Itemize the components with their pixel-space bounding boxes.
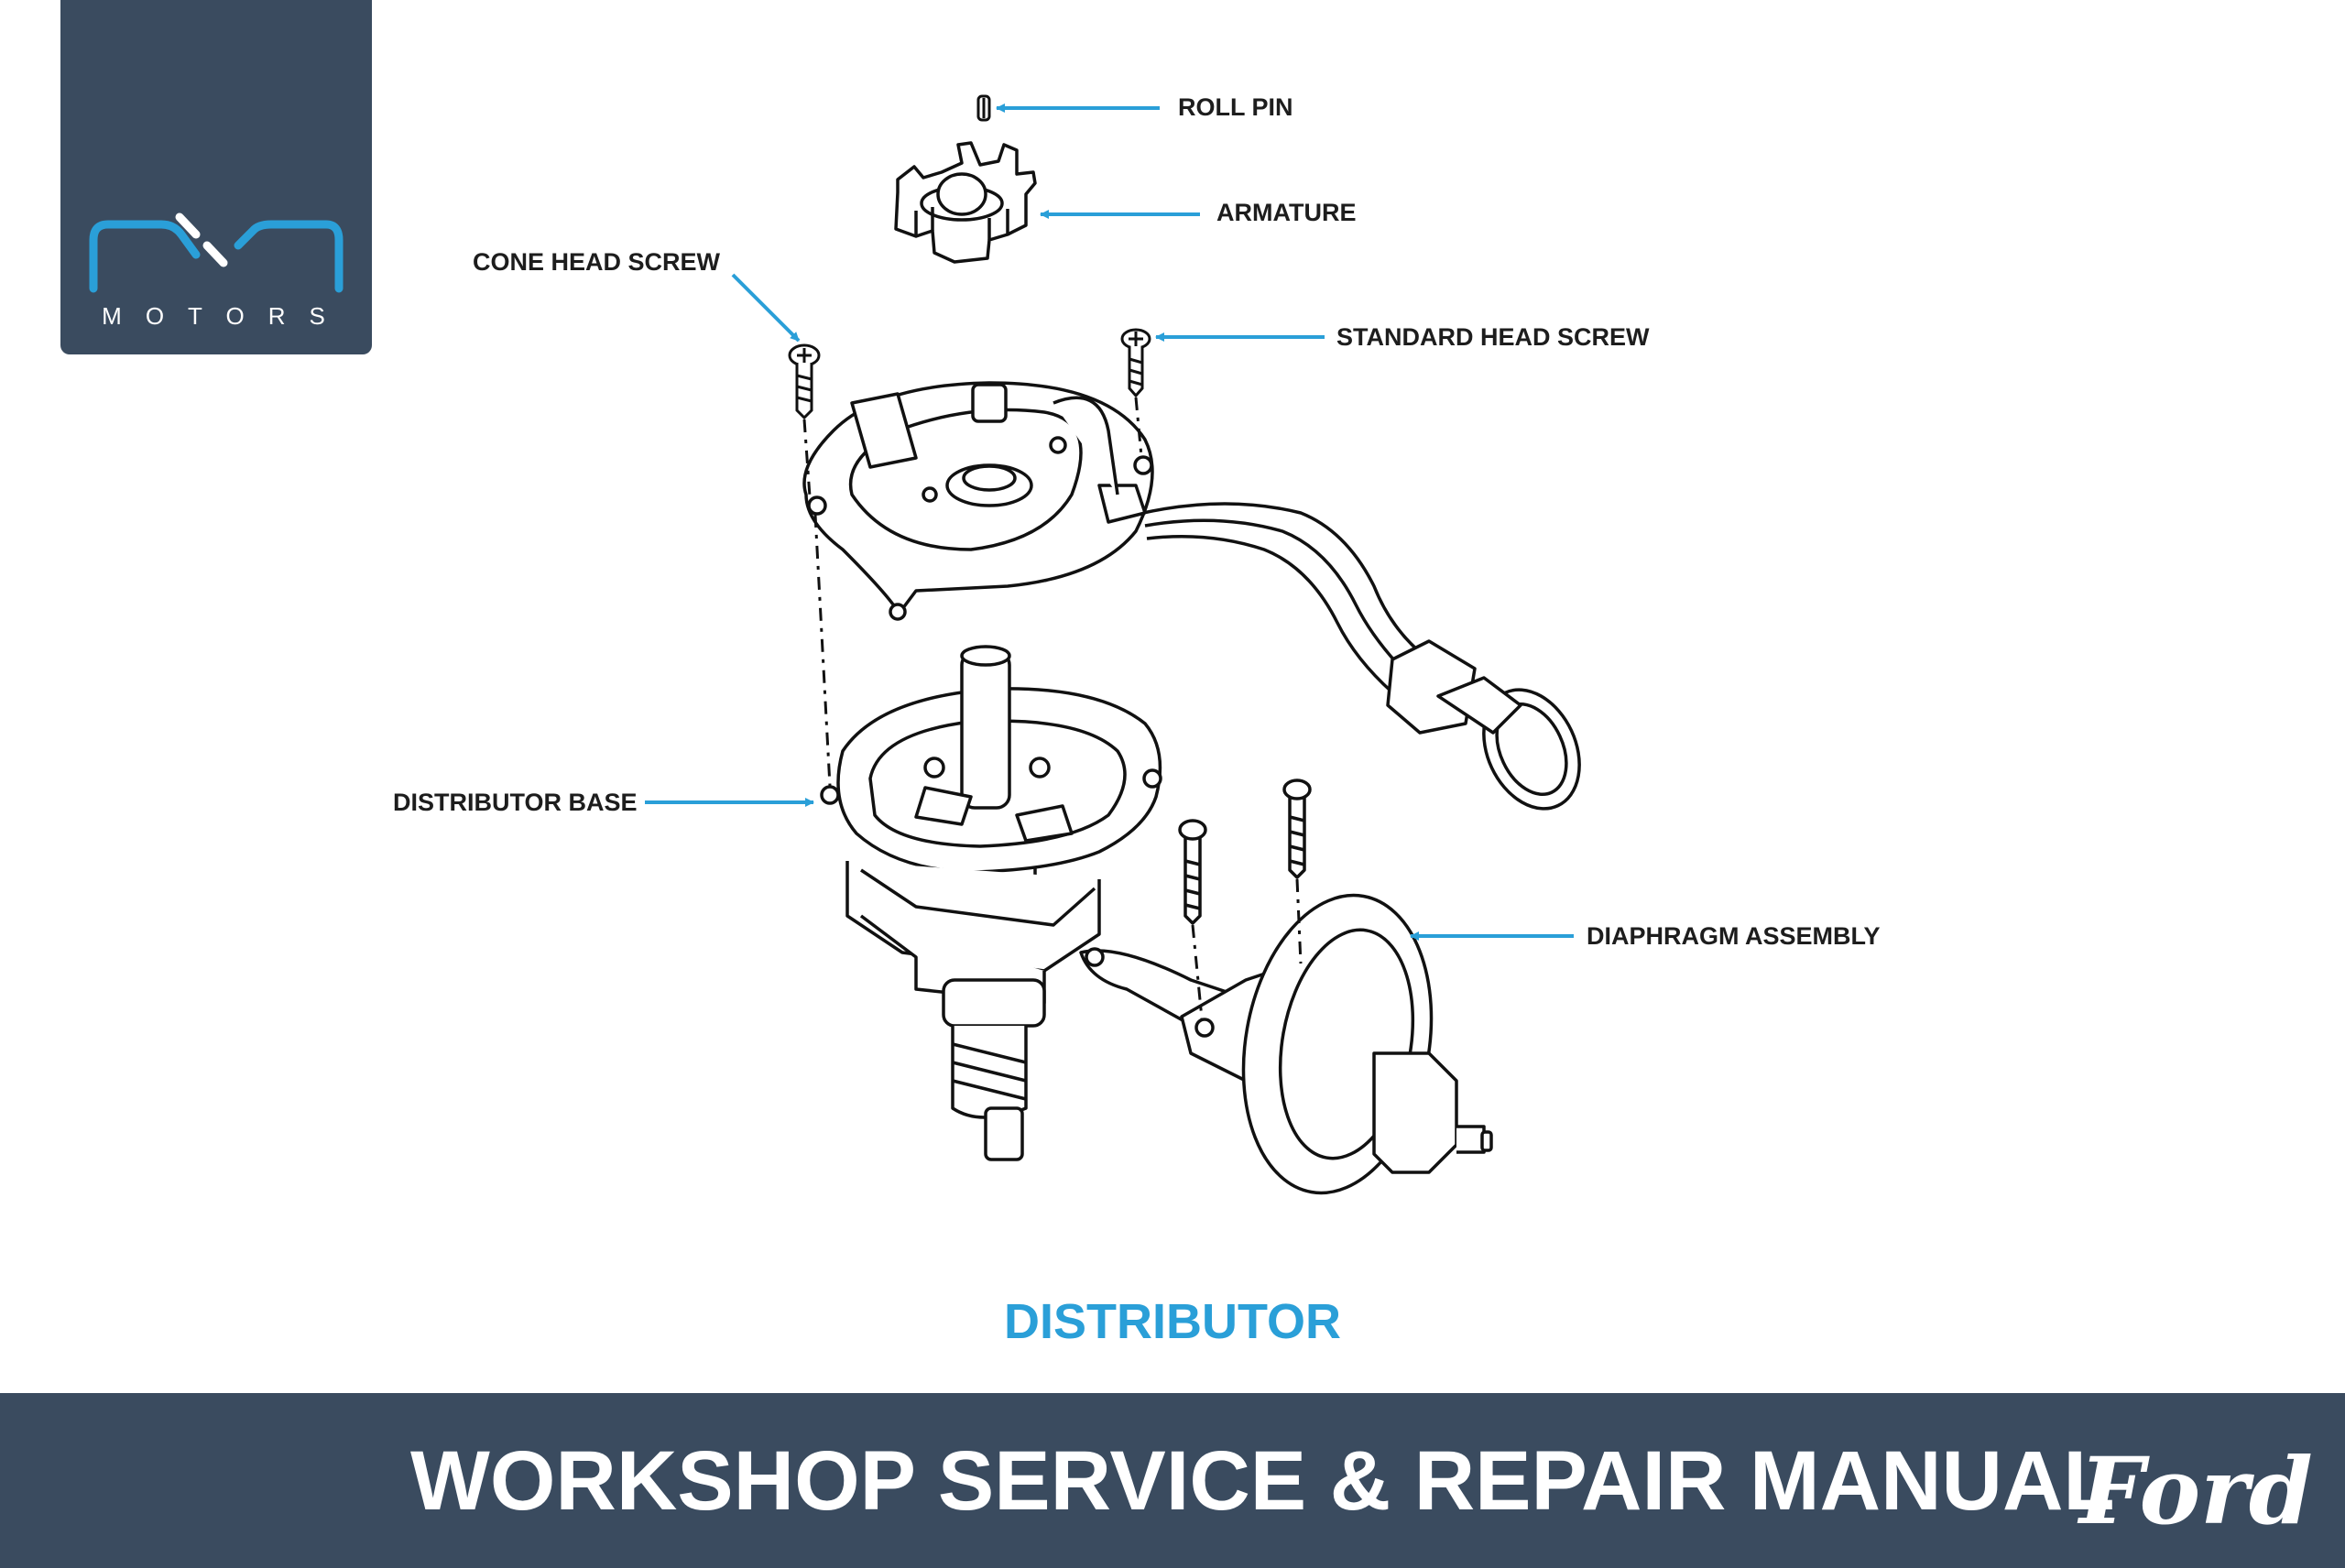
callout-arrows	[645, 103, 1574, 941]
cone-head-screw-part	[788, 343, 821, 420]
alignment-lines	[802, 397, 1303, 1019]
distributor-base-label: DISTRIBUTOR BASE	[393, 789, 638, 816]
stator-assembly-part	[802, 381, 1581, 811]
diagram-caption: DISTRIBUTOR	[1003, 1294, 1341, 1349]
standard-head-screw-label: STANDARD HEAD SCREW	[1336, 323, 1650, 351]
cone-head-screw-label: CONE HEAD SCREW	[473, 248, 721, 276]
motors-logo: MOTORS	[60, 0, 372, 354]
manual-title: WORKSHOP SERVICE & REPAIR MANUAL	[410, 1434, 2115, 1528]
standard-head-screw-part	[1120, 328, 1151, 398]
diaphragm-assembly-part	[1079, 779, 1493, 1195]
armature-part	[894, 141, 1037, 264]
motors-logo-mark-icon	[89, 212, 344, 293]
armature-label: ARMATURE	[1216, 199, 1357, 226]
roll-pin-part	[976, 94, 991, 122]
ford-logo: Ford	[2079, 1437, 2313, 1545]
cone-head-screw-arrow	[731, 273, 801, 343]
logo-wordmark: MOTORS	[102, 302, 349, 330]
roll-pin-label: ROLL PIN	[1178, 93, 1293, 121]
diaphragm-assembly-label: DIAPHRAGM ASSEMBLY	[1587, 922, 1881, 950]
distributor-base-part	[820, 645, 1162, 1161]
footer-banner: WORKSHOP SERVICE & REPAIR MANUAL Ford	[0, 1393, 2345, 1568]
